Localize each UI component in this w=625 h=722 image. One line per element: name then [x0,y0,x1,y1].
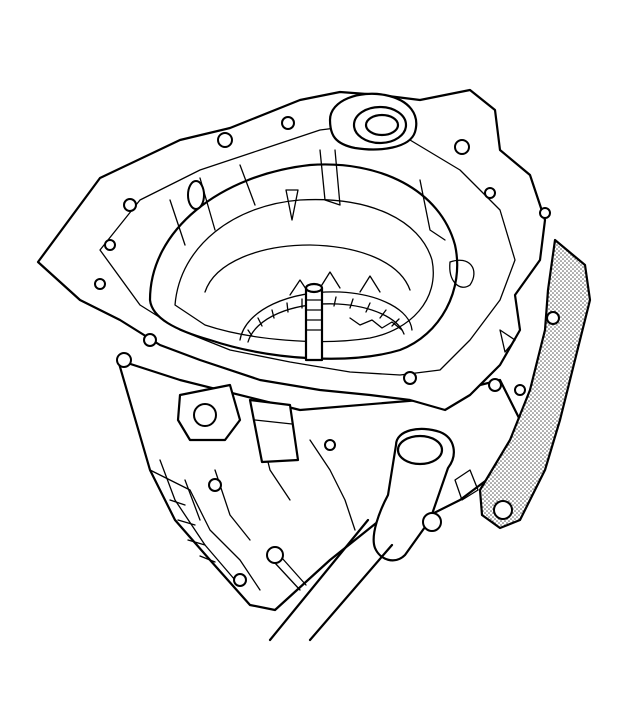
mounting-bracket [478,238,592,530]
internal-gearset [239,271,413,362]
seal-boss [328,92,418,151]
tool-bar [268,427,455,642]
fasteners [266,329,526,591]
lower-mount-tab [176,383,300,464]
bellhousing-bowl [148,149,475,360]
